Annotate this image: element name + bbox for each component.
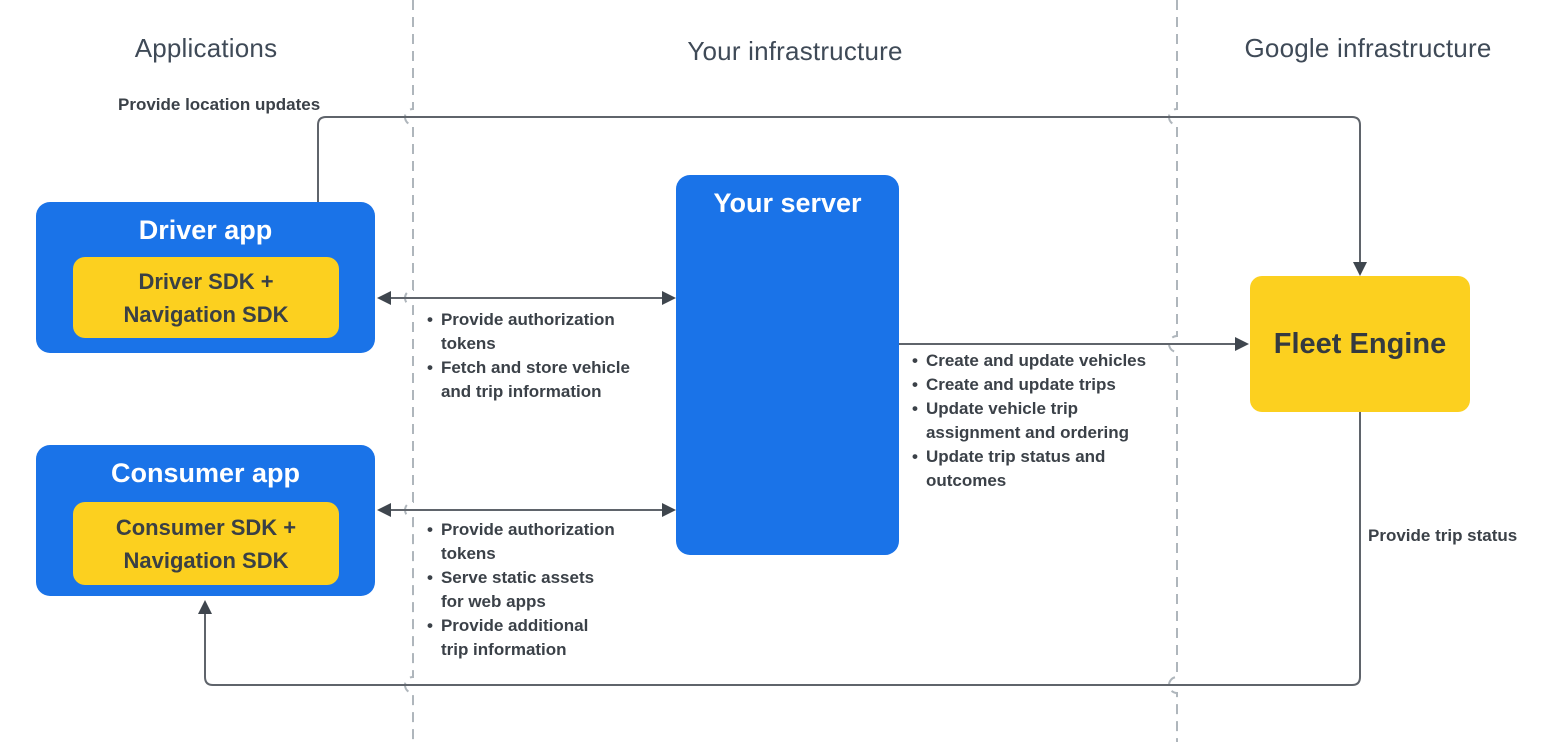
arrowhead-left-consumer-app xyxy=(377,503,391,517)
list-item-text: Create and update trips xyxy=(925,375,1116,394)
list-server-fleet: • Create and update vehicles • Create an… xyxy=(912,349,1192,493)
list-item: • Update vehicle trip assignment and ord… xyxy=(912,397,1192,445)
label-provide-trip-status: Provide trip status xyxy=(1368,526,1518,545)
fleet-engine-title: Fleet Engine xyxy=(1273,327,1447,360)
edge-server-fleet xyxy=(899,337,1249,351)
bullet-glyph: • xyxy=(912,399,918,418)
bullet-glyph: • xyxy=(427,310,433,329)
arrowhead-left-driver-app xyxy=(377,291,391,305)
column-header-your-infrastructure: Your infrastructure xyxy=(687,36,903,66)
edge-driver-server xyxy=(377,291,676,305)
bullet-glyph: • xyxy=(427,568,433,587)
arrowhead-right-your-server xyxy=(662,291,676,305)
bullet-glyph: • xyxy=(427,520,433,539)
edge-driver-to-fleet xyxy=(317,116,1367,276)
bullet-glyph: • xyxy=(427,616,433,635)
list-item-text: Fetch and store vehicle and trip informa… xyxy=(440,358,630,401)
bullet-glyph: • xyxy=(912,351,918,370)
your-server-title: Your server xyxy=(713,188,862,218)
list-item-text: Provide authorization tokens xyxy=(440,310,615,353)
node-your-server: Your server xyxy=(676,175,899,555)
node-fleet-engine: Fleet Engine xyxy=(1250,276,1470,412)
bullet-glyph: • xyxy=(912,375,918,394)
column-header-applications: Applications xyxy=(134,33,278,63)
list-item-text: Serve static assets for web apps xyxy=(440,568,595,611)
list-item: • Serve static assets for web apps xyxy=(427,566,677,614)
node-driver-sdk: Driver SDK + Navigation SDK xyxy=(73,257,339,338)
node-consumer-sdk: Consumer SDK + Navigation SDK xyxy=(73,502,339,585)
consumer-app-title: Consumer app xyxy=(110,458,301,488)
list-item: • Fetch and store vehicle and trip infor… xyxy=(427,356,677,404)
list-item-text: Create and update vehicles xyxy=(925,351,1147,370)
arrowhead-down-fleet-engine xyxy=(1353,262,1367,276)
list-item: • Provide authorization tokens xyxy=(427,518,677,566)
list-item-text: Provide additional trip information xyxy=(440,616,589,659)
edge-fleet-to-consumer xyxy=(198,412,1361,686)
edge-consumer-server xyxy=(377,503,676,517)
column-header-google-infrastructure: Google infrastructure xyxy=(1244,33,1492,63)
arrowhead-up-consumer-app xyxy=(198,600,212,614)
list-item: • Create and update trips xyxy=(912,373,1192,397)
list-item: • Provide authorization tokens xyxy=(427,308,677,356)
bullet-glyph: • xyxy=(912,447,918,466)
list-item: • Create and update vehicles xyxy=(912,349,1192,373)
list-item-text: Provide authorization tokens xyxy=(440,520,615,563)
list-item: • Provide additional trip information xyxy=(427,614,677,662)
arrowhead-right-fleet-engine xyxy=(1235,337,1249,351)
list-item: • Update trip status and outcomes xyxy=(912,445,1192,493)
arrowhead-right-your-server-2 xyxy=(662,503,676,517)
node-consumer-app: Consumer app Consumer SDK + Navigation S… xyxy=(36,445,375,596)
list-item-text: Update trip status and outcomes xyxy=(925,447,1106,490)
list-driver-server: • Provide authorization tokens • Fetch a… xyxy=(427,308,677,404)
divider-applications-infrastructure xyxy=(404,0,414,742)
driver-app-title: Driver app xyxy=(138,215,273,245)
list-item-text: Update vehicle trip assignment and order… xyxy=(925,399,1130,442)
list-consumer-server: • Provide authorization tokens • Serve s… xyxy=(427,518,677,662)
node-driver-app: Driver app Driver SDK + Navigation SDK xyxy=(36,202,375,353)
bullet-glyph: • xyxy=(427,358,433,377)
label-provide-location-updates: Provide location updates xyxy=(118,95,321,114)
